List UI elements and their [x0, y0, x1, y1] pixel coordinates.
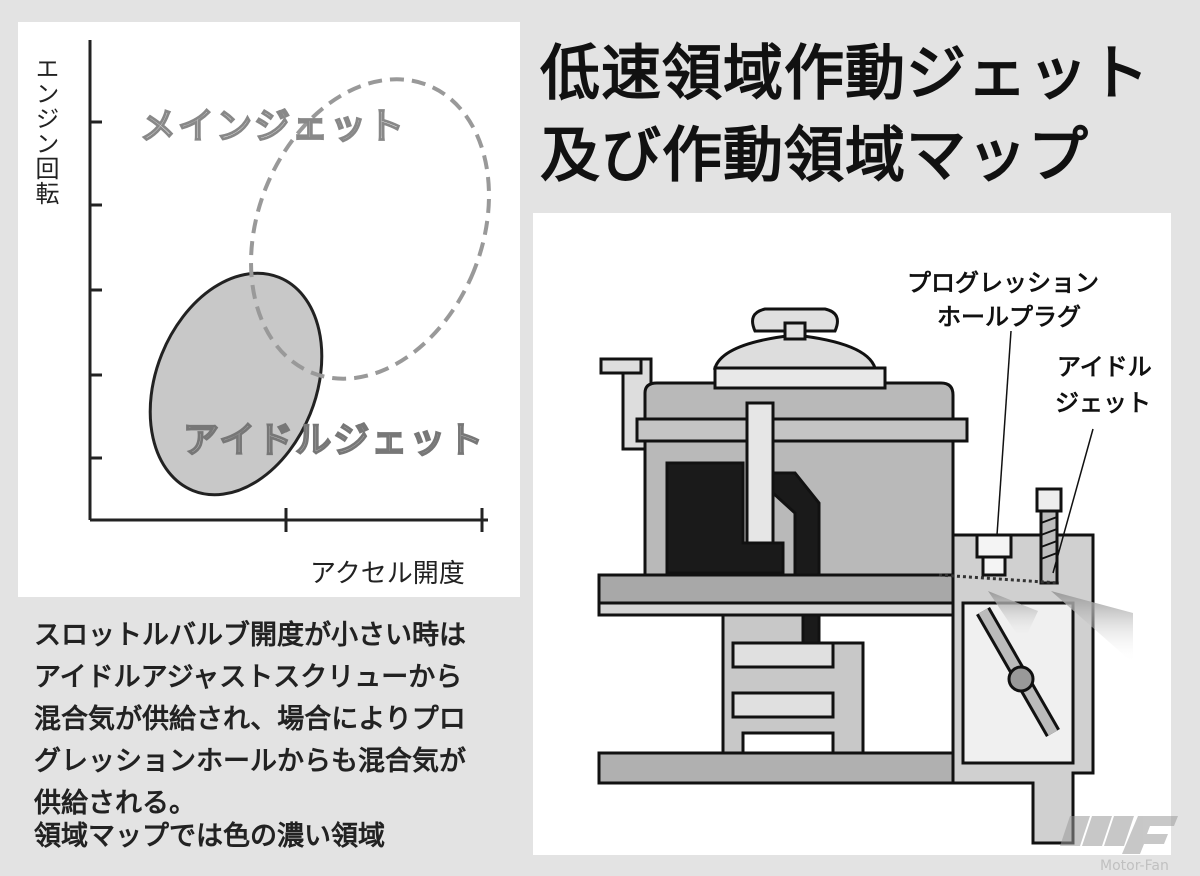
region-map: エンジン回転 メインジェット アイドルジェット アクセル開度 — [31, 40, 491, 589]
idle-jet-leader-line — [1052, 428, 1094, 574]
description-line: アイドルアジャストスクリューから — [34, 662, 463, 693]
carburetor-body — [599, 307, 969, 685]
description-line: 供給される。 — [34, 788, 196, 819]
plug-leader-line — [996, 330, 1012, 536]
idle-spray — [1051, 591, 1133, 663]
progression-hole-plug — [975, 533, 1013, 577]
carburetor-illustration: プログレッション ホールプラグ アイドル ジェット — [597, 269, 1152, 845]
main-jet-label: メインジェット — [140, 106, 406, 147]
main-jet-region — [249, 77, 491, 381]
idle-passage — [938, 573, 1060, 585]
idle-jet-label: アイドルジェット — [183, 420, 485, 461]
title-line-2: 及び作動領域マップ — [540, 121, 1089, 191]
axes — [88, 40, 488, 532]
y-axis-label: エンジン回転 — [31, 56, 59, 206]
title-line-1: 低速領域作動ジェット — [540, 39, 1150, 109]
carburetor-illustration-panel: プログレッション ホールプラグ アイドル ジェット — [533, 213, 1171, 855]
idle-jet-label-line-2: ジェット — [1055, 389, 1151, 417]
plug-label-line-2: ホールプラグ — [937, 303, 1081, 331]
description-line: グレッションホールからも混合気が — [34, 746, 466, 777]
x-axis-label: アクセル開度 — [310, 559, 465, 589]
mf-logo-icon — [1060, 816, 1178, 854]
idle-jet-screw — [1035, 487, 1063, 585]
description-line: 領域マップでは色の濃い領域 — [34, 821, 385, 852]
progression-spray — [988, 591, 1038, 643]
idle-jet-region — [148, 271, 324, 497]
motor-fan-watermark: Motor-Fan — [1060, 816, 1178, 874]
description-line: スロットルバルブ開度が小さい時は — [34, 620, 466, 651]
throttle-valve — [976, 607, 1060, 737]
watermark-text: Motor-Fan — [1100, 858, 1169, 874]
idle-jet-label-line-1: アイドル — [1057, 353, 1152, 381]
region-map-panel: エンジン回転 メインジェット アイドルジェット アクセル開度 — [18, 22, 520, 597]
plug-label-line-1: プログレッション — [907, 269, 1099, 297]
description-line: 混合気が供給され、場合によりプロ — [34, 704, 466, 735]
